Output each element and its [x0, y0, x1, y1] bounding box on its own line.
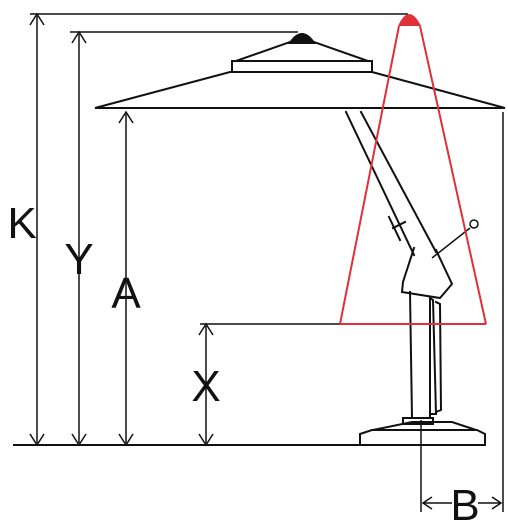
label-K: K: [7, 199, 36, 248]
canopy-top-cap-icon: [288, 33, 316, 44]
umbrella-canopy: [94, 33, 506, 109]
label-X: X: [191, 362, 220, 411]
dimension-A: [118, 110, 134, 447]
umbrella-arm: [344, 110, 479, 300]
label-A: A: [111, 269, 141, 318]
umbrella-pole: [408, 290, 443, 419]
label-Y: Y: [64, 235, 93, 284]
dimension-Y: [71, 30, 87, 447]
umbrella-base: [359, 417, 486, 446]
dimension-K: [29, 12, 45, 447]
dimension-B: [420, 112, 504, 512]
red-light-dome-icon: [398, 14, 421, 26]
label-B: B: [450, 481, 479, 523]
dimension-X: [198, 322, 214, 447]
light-cone: [339, 14, 487, 325]
